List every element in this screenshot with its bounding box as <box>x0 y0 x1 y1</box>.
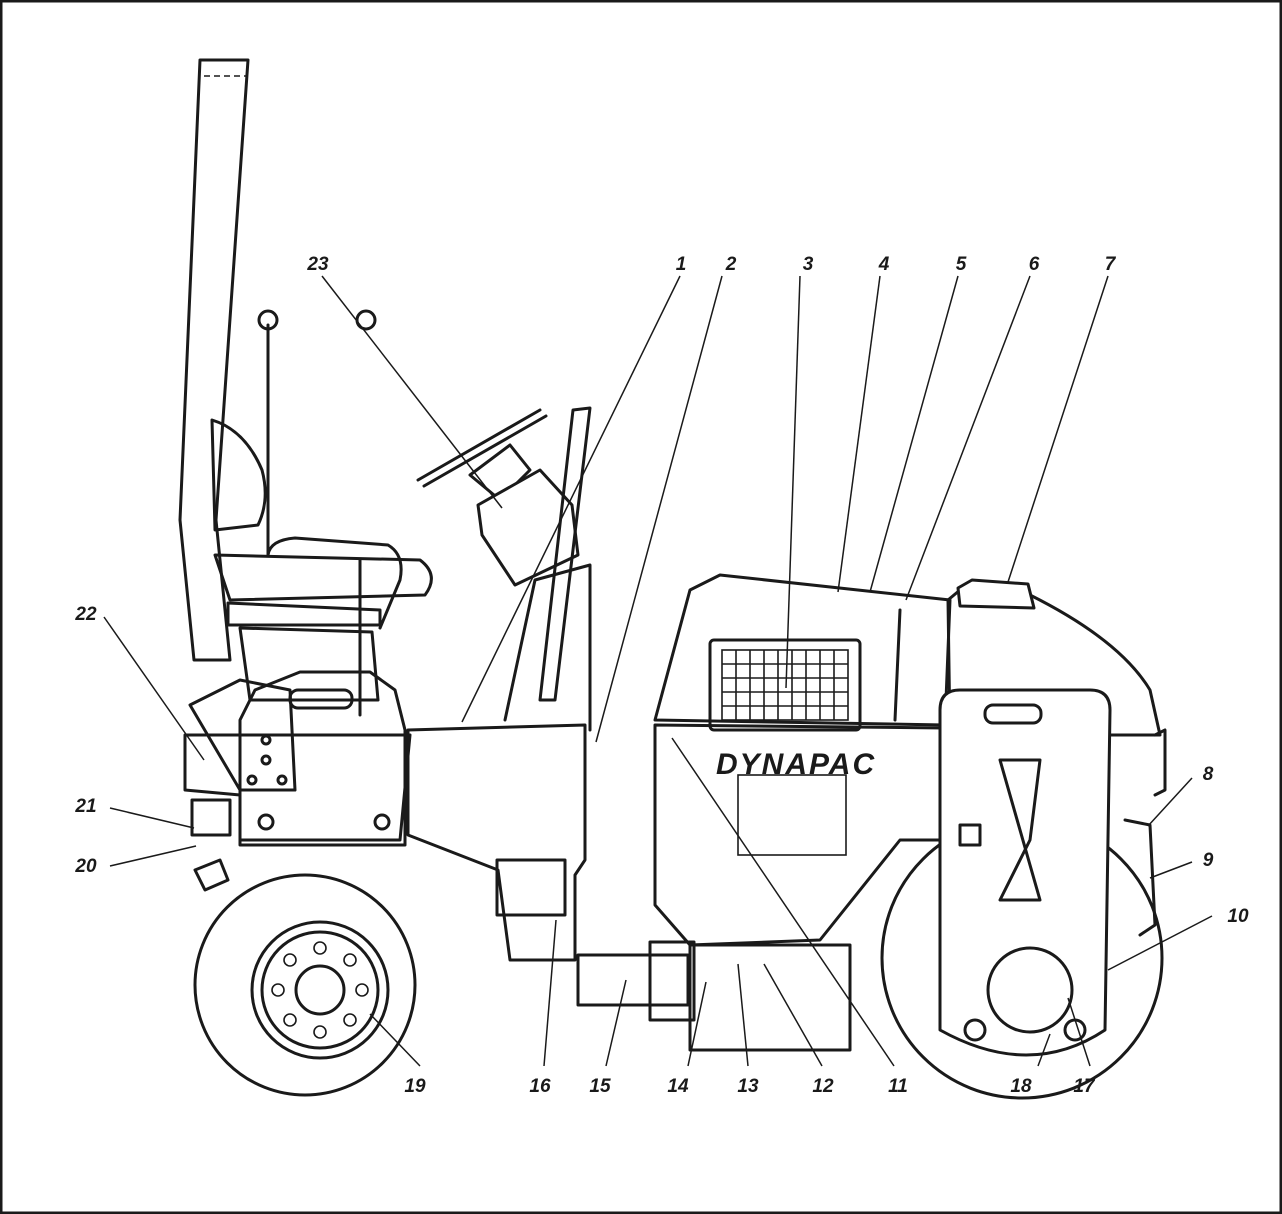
articulation-bracket <box>648 940 696 1022</box>
leader-22 <box>103 616 205 761</box>
roller-illustration <box>178 58 1167 1100</box>
handle-end <box>257 309 279 331</box>
scraper-bar <box>1123 818 1157 937</box>
leader-19 <box>369 1013 421 1067</box>
bracket-bolt <box>246 774 258 786</box>
leader-5 <box>869 275 959 593</box>
leader-21 <box>109 807 195 829</box>
leader-1 <box>461 275 681 723</box>
callout-4: 4 <box>878 254 890 275</box>
leader-16 <box>543 919 557 1067</box>
leader-18 <box>1037 1033 1051 1067</box>
callout-7: 7 <box>1105 254 1117 275</box>
leader-23 <box>321 275 503 509</box>
callout-14: 14 <box>667 1076 689 1097</box>
rim-bolts <box>271 941 369 1039</box>
leader-10 <box>1107 915 1213 971</box>
callout-18: 18 <box>1010 1076 1032 1097</box>
seat-base <box>238 626 380 702</box>
leader-11 <box>671 737 895 1067</box>
bolt <box>373 813 391 831</box>
leader-13 <box>737 963 749 1067</box>
drum-hub <box>986 946 1074 1034</box>
fuel-tank <box>688 943 852 1052</box>
callout-2: 2 <box>725 254 737 275</box>
callout-16: 16 <box>529 1076 551 1097</box>
leader-lines <box>103 275 1213 1067</box>
control-console <box>476 468 580 587</box>
seat-cushion <box>213 553 433 602</box>
water-tank <box>946 588 1162 737</box>
bolt <box>257 813 275 831</box>
articulation-joint <box>576 953 690 1007</box>
callout-1: 1 <box>676 254 687 275</box>
leader-14 <box>687 981 707 1067</box>
drum-pivot <box>998 758 1042 902</box>
seat-back <box>210 418 267 532</box>
callout-9: 9 <box>1203 850 1214 871</box>
drum-frame-plate <box>938 688 1112 1057</box>
leader-20 <box>109 845 197 867</box>
callout-20: 20 <box>74 856 97 877</box>
tank-filler-cap <box>956 578 1036 610</box>
callout-3: 3 <box>803 254 814 275</box>
callout-5: 5 <box>956 254 967 275</box>
front-bumper <box>1153 728 1167 797</box>
leader-3 <box>785 275 801 689</box>
leader-12 <box>763 963 823 1067</box>
leader-15 <box>605 979 627 1067</box>
rear-rim <box>250 920 390 1060</box>
callout-6: 6 <box>1029 254 1040 275</box>
drum-decal <box>958 823 982 847</box>
grab-handle-left <box>266 323 403 630</box>
console-stand <box>503 563 592 732</box>
rear-light <box>190 798 232 892</box>
callout-15: 15 <box>589 1076 611 1097</box>
brand-logo: DYNAPAC <box>716 748 876 781</box>
drum-hub-hole <box>963 1018 987 1042</box>
leader-17 <box>1067 997 1091 1067</box>
callout-13: 13 <box>737 1076 759 1097</box>
callout-10: 10 <box>1227 906 1249 927</box>
engine-hood <box>653 573 952 727</box>
callout-21: 21 <box>74 796 96 817</box>
bracket-bolt <box>260 754 272 766</box>
steering-wheel <box>416 408 548 488</box>
callout-22: 22 <box>74 604 97 625</box>
control-lever <box>538 406 592 702</box>
rear-hub <box>294 964 346 1016</box>
hood-seam <box>893 608 902 722</box>
bracket-bolt <box>276 774 288 786</box>
rear-fender <box>238 670 407 847</box>
seat-rail <box>226 601 382 627</box>
leader-7 <box>1007 275 1109 583</box>
callout-11: 11 <box>888 1076 908 1097</box>
callout-23: 23 <box>306 254 329 275</box>
rear-tyre <box>193 873 417 1097</box>
rear-rim-inner <box>260 930 380 1050</box>
callout-8: 8 <box>1203 764 1214 785</box>
leader-8 <box>1147 777 1193 827</box>
leader-9 <box>1149 861 1193 879</box>
leader-2 <box>595 275 723 743</box>
hood-grille-frame <box>708 638 862 732</box>
decal-plate <box>495 858 567 917</box>
callout-labels: 1 2 3 4 5 6 7 8 9 10 11 12 13 14 15 16 1… <box>74 254 1249 1097</box>
step-panel <box>406 723 587 962</box>
callout-12: 12 <box>812 1076 834 1097</box>
handle-end <box>355 309 377 331</box>
leader-4 <box>837 275 881 593</box>
drum-lift-eye <box>983 703 1043 725</box>
hood-grille <box>721 649 849 721</box>
callout-17: 17 <box>1073 1076 1096 1097</box>
callout-19: 19 <box>404 1076 426 1097</box>
rops-bar <box>178 58 250 662</box>
leader-6 <box>905 275 1031 601</box>
side-grille <box>737 774 847 856</box>
